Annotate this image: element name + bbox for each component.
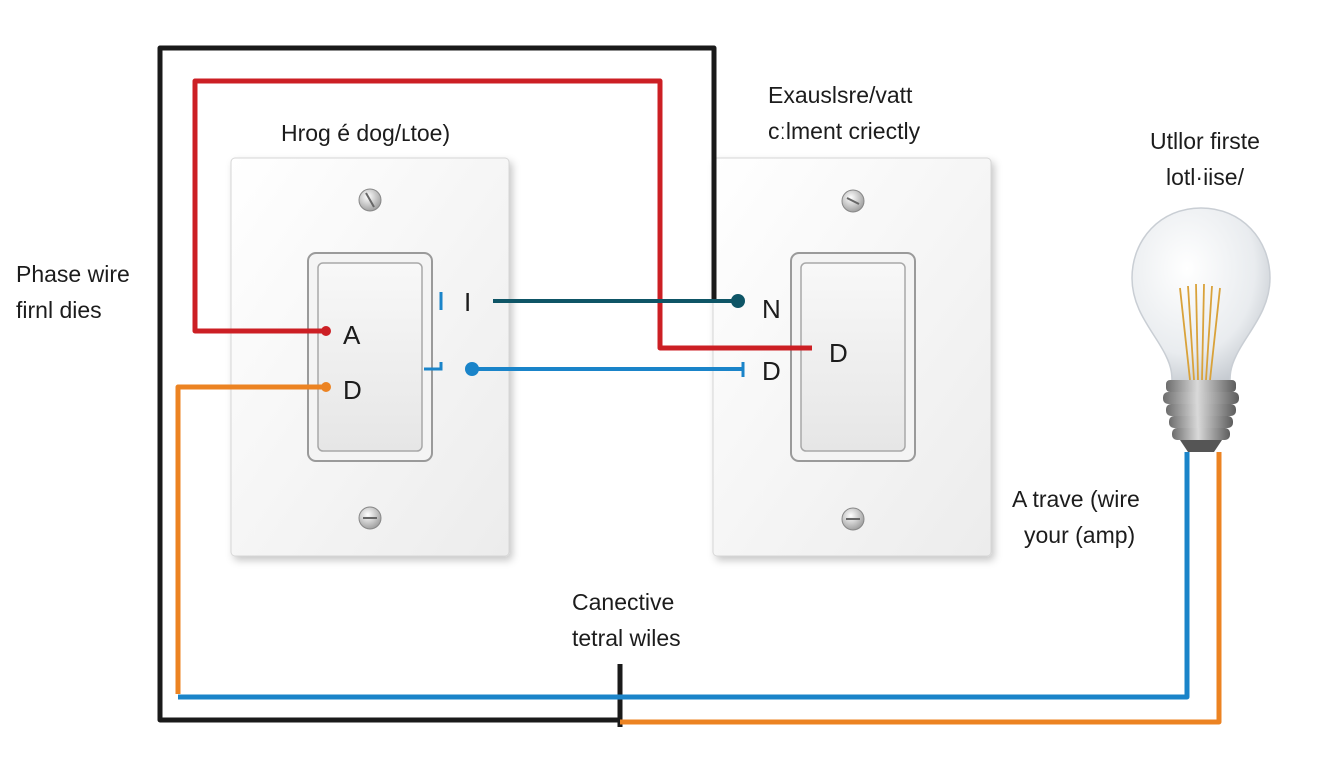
travel-wire-label: A trave (wire your (amp) bbox=[1012, 486, 1140, 548]
terminal-left-mark: I bbox=[464, 287, 472, 317]
right-switch-title: Exauslsre/vatt cːlment criectly bbox=[768, 82, 921, 144]
terminal-right-d-bottom: D bbox=[762, 356, 781, 386]
right-switch-rocker bbox=[800, 262, 906, 452]
terminal-left-a: A bbox=[343, 320, 361, 350]
blue-return-wire bbox=[178, 452, 1190, 700]
terminal-right-n: N bbox=[762, 294, 781, 324]
red-terminal-dot bbox=[321, 326, 331, 336]
connective-label: Canective tetral wiles bbox=[572, 589, 681, 651]
terminal-left-d: D bbox=[343, 375, 362, 405]
black-wire bbox=[157, 45, 717, 723]
phase-wire-label: Phase wire firnl dies bbox=[16, 261, 130, 323]
blue-terminal-dot bbox=[465, 362, 479, 376]
left-switch bbox=[230, 157, 510, 557]
left-switch-title: Hrog é dog/ʟtoe) bbox=[281, 120, 451, 146]
terminal-right-d-top: D bbox=[829, 338, 848, 368]
orange-wire bbox=[175, 384, 326, 694]
red-phase-wire bbox=[192, 78, 812, 351]
teal-terminal-dot bbox=[731, 294, 745, 308]
orange-bulb-wire bbox=[620, 452, 1222, 725]
right-switch bbox=[712, 157, 992, 557]
bulb-title: Utllor firste lotl·iise/ bbox=[1150, 128, 1260, 190]
left-switch-rocker bbox=[317, 262, 423, 452]
light-bulb-icon bbox=[1131, 207, 1271, 452]
orange-terminal-dot bbox=[321, 382, 331, 392]
